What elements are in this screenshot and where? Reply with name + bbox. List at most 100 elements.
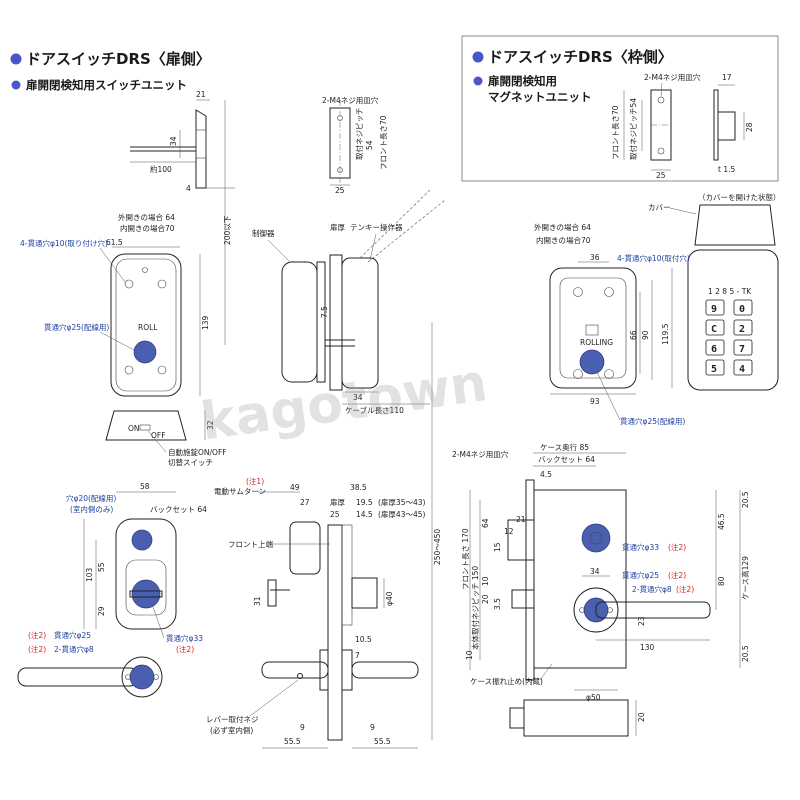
svg-text:約100: 約100 xyxy=(150,164,172,174)
svg-text:カバー: カバー xyxy=(648,203,671,212)
svg-text:9: 9 xyxy=(300,723,305,732)
svg-text:21: 21 xyxy=(196,90,206,99)
lock-case xyxy=(533,489,627,669)
svg-text:ケース奥行 85: ケース奥行 85 xyxy=(540,442,589,452)
frame-side-subtitle-2: マグネットユニット xyxy=(488,90,592,104)
svg-text:2: 2 xyxy=(739,324,745,335)
svg-text:内開きの場合70: 内開きの場合70 xyxy=(120,223,175,233)
svg-text:ケース高129: ケース高129 xyxy=(740,556,750,600)
case-front-plate xyxy=(525,479,535,681)
svg-text:フロント上端: フロント上端 xyxy=(228,539,273,549)
svg-text:貫通穴φ33: 貫通穴φ33 xyxy=(166,633,203,643)
keypad-cover xyxy=(694,204,776,246)
svg-text:55: 55 xyxy=(97,562,106,572)
inner-lever xyxy=(17,667,139,687)
svg-text:2-貫通穴φ8: 2-貫通穴φ8 xyxy=(632,584,672,594)
keypad-body xyxy=(687,249,779,391)
svg-text:200以下: 200以下 xyxy=(223,215,232,245)
svg-text:切替スイッチ: 切替スイッチ xyxy=(168,457,213,467)
door-side-subtitle: 扉開閉検知用スイッチユニット xyxy=(26,78,187,92)
lever-hole-25 xyxy=(129,664,155,690)
bullet-icon xyxy=(473,76,483,86)
svg-text:バックセット 64: バックセット 64 xyxy=(150,505,207,514)
svg-text:2-M4ネジ用皿穴: 2-M4ネジ用皿穴 xyxy=(452,449,509,459)
case-hole-33 xyxy=(581,523,611,553)
switch-side-view: 21 34 約100 4 xyxy=(130,90,235,193)
svg-text:80: 80 xyxy=(717,576,726,586)
lock-inner-view: 58 穴φ20(配線用) (室内側のみ) バックセット 64 55 103 29… xyxy=(17,482,207,698)
svg-text:250〜450: 250〜450 xyxy=(433,529,442,565)
svg-text:17: 17 xyxy=(722,73,732,82)
installed-side-view: 制御器 扉厚 テンキー操作器 7.5 34 ケーブル長さ110 250〜450 xyxy=(252,189,446,740)
svg-text:36: 36 xyxy=(590,253,600,262)
inner-escutcheon xyxy=(115,518,177,630)
magnet-front-length: フロント長さ70 xyxy=(611,105,620,160)
svg-text:4.5: 4.5 xyxy=(540,470,552,479)
svg-text:10: 10 xyxy=(465,650,474,660)
svg-text:(室内側のみ): (室内側のみ) xyxy=(70,504,113,514)
svg-text:5: 5 xyxy=(711,364,717,375)
svg-text:0: 0 xyxy=(739,304,745,315)
controller-side xyxy=(281,261,318,383)
svg-text:61.5: 61.5 xyxy=(106,238,123,247)
svg-text:4: 4 xyxy=(739,364,745,375)
bullet-icon xyxy=(472,51,484,63)
svg-text:34: 34 xyxy=(353,393,363,402)
svg-text:ROLL: ROLL xyxy=(138,323,158,332)
svg-text:フロント長さ70: フロント長さ70 xyxy=(379,115,388,170)
svg-text:55.5: 55.5 xyxy=(284,737,301,746)
svg-text:内開きの場合70: 内開きの場合70 xyxy=(536,235,591,245)
svg-text:12: 12 xyxy=(504,527,514,536)
svg-text:(扉厚35〜43): (扉厚35〜43) xyxy=(378,497,426,507)
svg-text:9: 9 xyxy=(711,304,717,315)
wiring-hole-20 xyxy=(131,529,153,551)
svg-text:20.5: 20.5 xyxy=(741,645,750,662)
svg-text:取付ネジピッチ: 取付ネジピッチ xyxy=(354,108,364,161)
svg-text:20: 20 xyxy=(637,712,646,722)
hole-10-label: 4-貫通穴φ10(取り付け穴) xyxy=(20,238,108,248)
svg-text:C: C xyxy=(711,324,717,335)
section-lever-outer xyxy=(351,661,419,679)
svg-text:扉厚: 扉厚 xyxy=(330,497,345,507)
svg-text:(注2): (注2) xyxy=(668,542,686,552)
svg-text:2-M4ネジ用皿穴: 2-M4ネジ用皿穴 xyxy=(322,95,379,105)
magnet-body-side xyxy=(717,111,736,141)
svg-text:14.5: 14.5 xyxy=(356,510,373,519)
svg-text:29: 29 xyxy=(97,606,106,616)
frame-side-box: ドアスイッチDRS〈枠側〉 扉開閉検知用 マグネットユニット 2-M4ネジ用皿穴… xyxy=(461,35,779,182)
wiring-hole-25 xyxy=(133,340,157,364)
strike-plate xyxy=(523,699,629,737)
keypad-front-view: （カバーを開けた状態） カバー 1 2 8 5 - TK 9 0 C 2 6 7… xyxy=(534,192,781,426)
lock-case-view: 2-M4ネジ用皿穴 ケース奥行 85 バックセット 64 4.5 21 12 フ… xyxy=(452,442,750,737)
svg-text:扉厚: 扉厚 xyxy=(330,222,345,232)
door-side-header: ドアスイッチDRS〈扉側〉 扉開閉検知用スイッチユニット xyxy=(10,50,211,92)
svg-text:貫通穴φ25: 貫通穴φ25 xyxy=(54,630,91,640)
svg-text:ON: ON xyxy=(128,424,140,433)
svg-text:4: 4 xyxy=(186,184,191,193)
svg-text:(注1): (注1) xyxy=(246,476,264,486)
bullet-icon xyxy=(10,53,22,65)
keypad-wiring-hole xyxy=(579,349,605,375)
switch-bottom xyxy=(105,410,187,441)
svg-text:130: 130 xyxy=(640,643,655,652)
svg-text:自動施錠ON/OFF: 自動施錠ON/OFF xyxy=(168,447,227,457)
svg-text:ROLLING: ROLLING xyxy=(580,338,613,347)
svg-text:貫通穴φ33: 貫通穴φ33 xyxy=(622,542,659,552)
thumbturn-motor xyxy=(289,521,321,575)
svg-text:7: 7 xyxy=(739,344,745,355)
hole-25-label: 貫通穴φ25(配線用) xyxy=(44,322,109,332)
keypad-keys: 9 0 C 2 6 7 5 4 xyxy=(705,299,753,376)
svg-text:32: 32 xyxy=(206,420,215,430)
lock-section-view: 電動サムターン (注1) 49 38.5 27 扉厚 19.5 (扉厚35〜43… xyxy=(206,476,426,749)
svg-text:25: 25 xyxy=(335,186,345,195)
svg-text:27: 27 xyxy=(300,498,310,507)
svg-text:7: 7 xyxy=(355,651,360,660)
watermark: kagotown xyxy=(197,353,491,453)
svg-text:103: 103 xyxy=(85,567,94,582)
door-section xyxy=(329,254,343,391)
svg-text:34: 34 xyxy=(590,567,600,576)
svg-text:貫通穴φ25: 貫通穴φ25 xyxy=(622,570,659,580)
svg-text:OFF: OFF xyxy=(151,431,166,440)
svg-text:（カバーを開けた状態）: （カバーを開けた状態） xyxy=(698,192,781,202)
svg-text:レバー取付ネジ: レバー取付ネジ xyxy=(206,714,259,724)
